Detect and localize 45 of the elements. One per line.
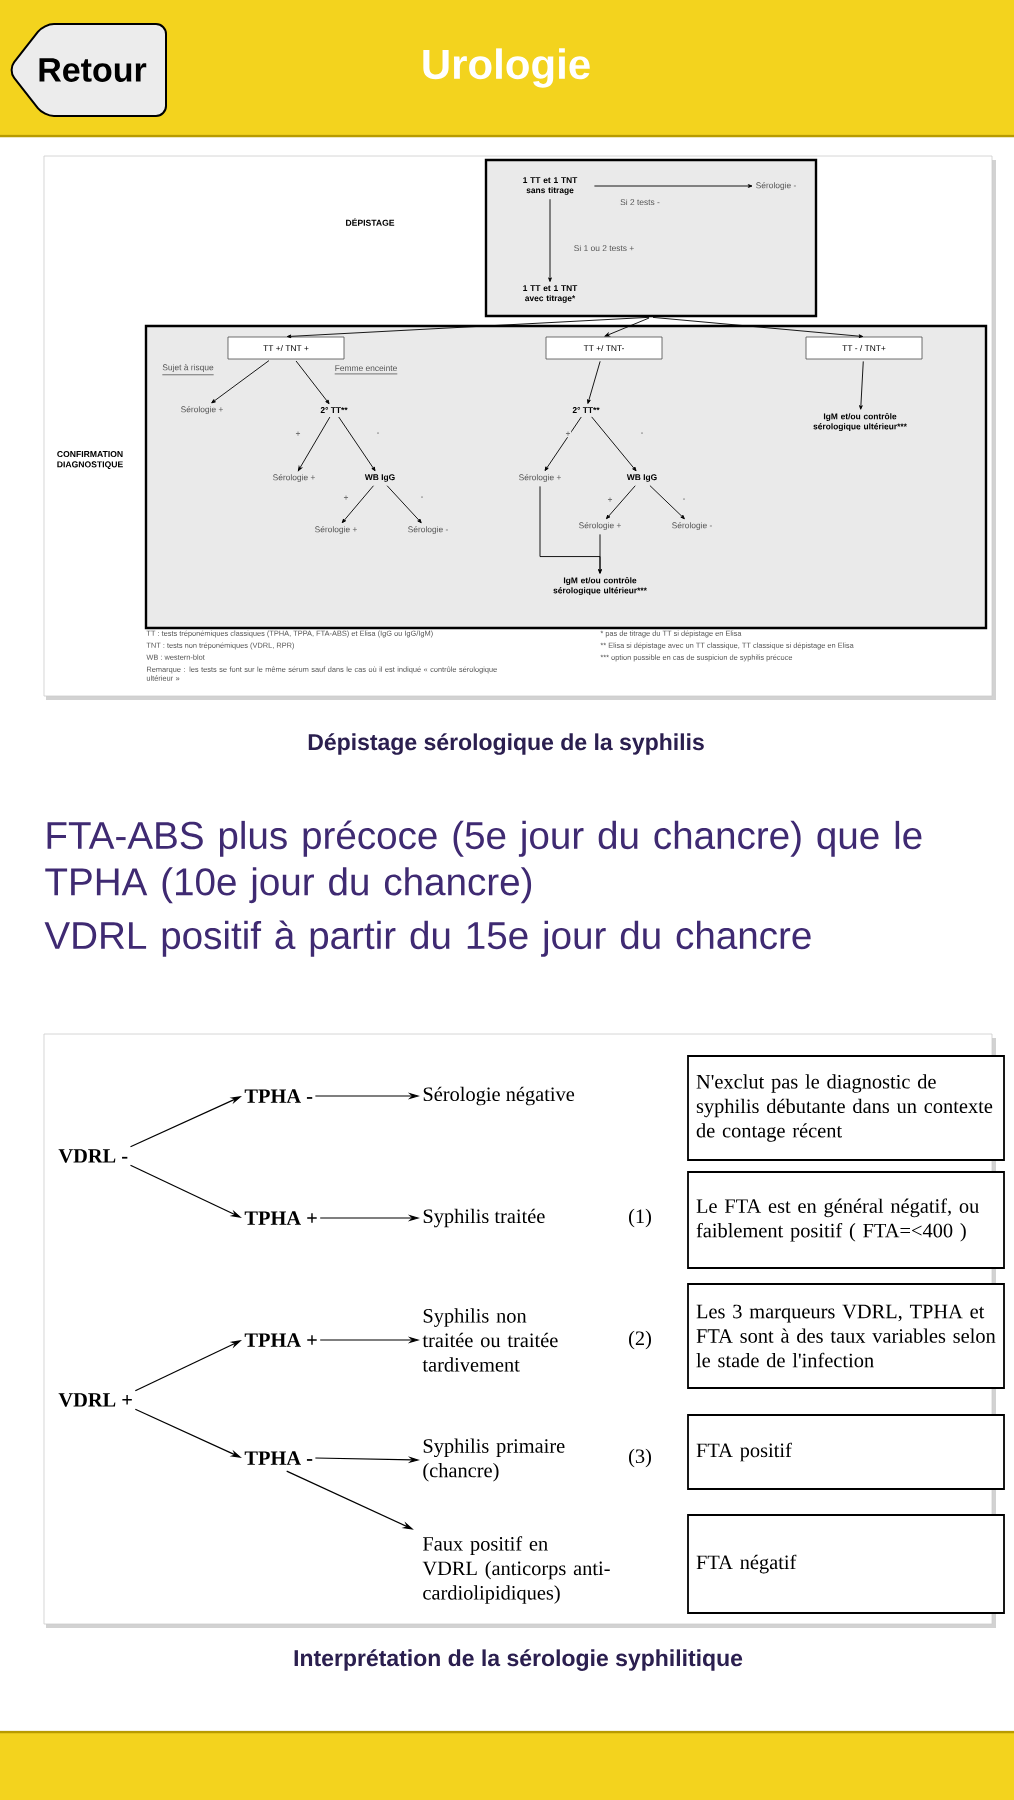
note-number: (3) (629, 1448, 651, 1468)
arrow (649, 485, 685, 520)
arrow (338, 416, 376, 472)
confirmation-panel (144, 324, 988, 630)
arrow (604, 317, 650, 337)
result-label: Syphilis non traitée ou traitée tardivement (422, 1308, 558, 1372)
arrow (297, 416, 331, 471)
back-button: Retour (10, 23, 167, 117)
result-label: Syphilis traitée (423, 1208, 545, 1228)
result-label: Sérologie négative (423, 1086, 575, 1106)
arrow (591, 416, 637, 472)
test-label: TPHA - (244, 1451, 313, 1465)
arrow (544, 416, 582, 472)
note-box: Les 3 marqueurs VDRL, TPHA et FTA sont à des taux variables selon le stade de l'infection (687, 1283, 1005, 1389)
test-label: TPHA - (244, 1089, 313, 1103)
page-title: Urologie (423, 48, 590, 88)
test-label: VDRL + (58, 1393, 132, 1407)
arrow (295, 360, 330, 405)
arrow (605, 485, 636, 520)
note-number: (1) (629, 1208, 651, 1228)
arrow (652, 316, 864, 338)
note-box: N'exclut pas le diagnostic de syphilis débutante dans un contexte de contage récent (687, 1055, 1005, 1161)
screening-panel (484, 158, 818, 318)
arrow (211, 360, 270, 404)
caption: Dépistage sérologique de la syphilis (308, 733, 704, 755)
note-box: FTA négatif (687, 1514, 1005, 1614)
arrow (548, 198, 552, 282)
result-label: Faux positif en VDRL (anticorps anti-cardiolipidiques) (422, 1536, 610, 1604)
note-box: FTA positif (687, 1414, 1005, 1490)
arrow (593, 184, 753, 188)
test-label: TPHA + (244, 1211, 317, 1225)
arrow (386, 485, 422, 524)
result-label: Syphilis primaire (chancre) (423, 1438, 565, 1482)
paragraph: FTA-ABS plus précoce (5e jour du chancre) que le TPHA (10e jour du chancre) (45, 820, 922, 904)
arrow (587, 360, 601, 404)
arrow (598, 533, 602, 574)
test-label: VDRL - (58, 1149, 128, 1163)
note-box: Le FTA est en général négatif, ou faiblement positif ( FTA=<400 ) (687, 1171, 1005, 1269)
paragraph: VDRL positif à partir du 15e jour du chancre (44, 920, 811, 957)
caption: Interprétation de la sérologie syphilitique (294, 1649, 743, 1671)
arrow (341, 485, 374, 524)
arrow (859, 360, 864, 410)
test-label: TPHA + (244, 1333, 317, 1347)
note-number: (2) (629, 1330, 651, 1350)
arrow (286, 316, 650, 339)
